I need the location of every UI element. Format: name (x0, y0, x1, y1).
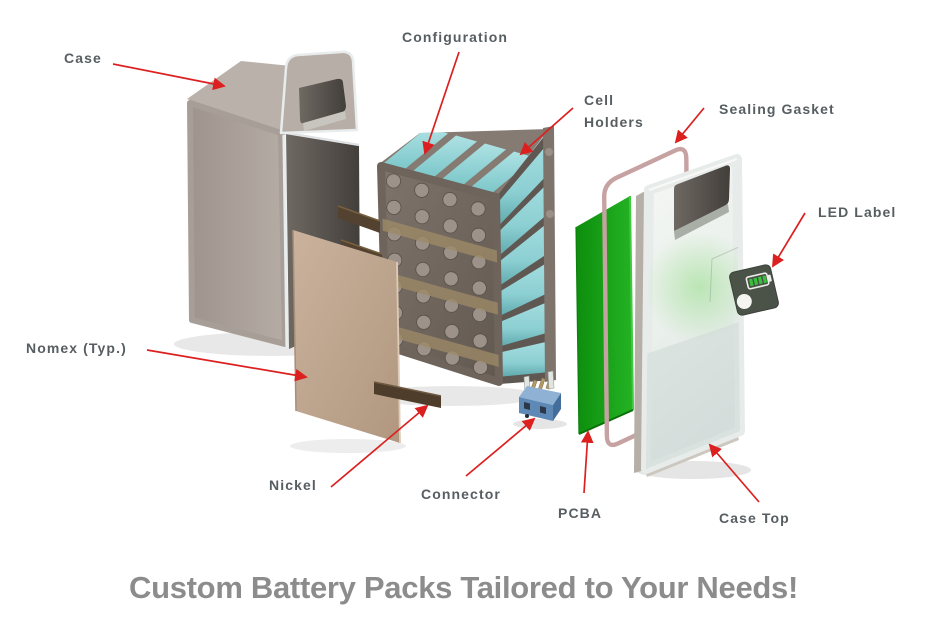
arrow-configuration (422, 51, 460, 155)
arrow-led-label (772, 212, 806, 268)
arrow-cell-holders (519, 107, 574, 156)
case-handle (279, 50, 359, 135)
diagram-title: Custom Battery Packs Tailored to Your Ne… (129, 570, 798, 605)
callout-case-top: Case Top (719, 510, 790, 526)
callout-arrows (112, 51, 806, 503)
arrow-pcba (580, 430, 594, 494)
callout-cell-holders: Cell Holders (584, 92, 644, 130)
arrow-nomex (146, 349, 308, 382)
callout-configuration: Configuration (402, 29, 509, 45)
battery-gauge-icon (745, 272, 772, 290)
connector-render (519, 370, 561, 421)
callout-led-label: LED Label (818, 204, 897, 220)
arrow-case (112, 63, 226, 91)
callout-connector: Connector (421, 486, 501, 502)
case-render (187, 50, 360, 349)
nickel-strip-render (373, 381, 442, 408)
case-top-render (634, 154, 745, 477)
nickel-strips-on-plate (381, 218, 499, 367)
arrow-nickel (330, 404, 429, 488)
callout-pcba: PCBA (558, 505, 603, 521)
callout-case: Case (64, 50, 102, 66)
arrow-sealing-gasket (674, 107, 705, 144)
callout-nomex: Nomex (Typ.) (26, 340, 127, 356)
arrow-case-top (708, 443, 760, 503)
case-top-handle-opening (674, 165, 730, 240)
callout-nickel: Nickel (269, 477, 317, 493)
callout-sealing-gasket: Sealing Gasket (719, 101, 835, 117)
cell-pack-render (337, 126, 556, 386)
led-label-render (729, 264, 779, 316)
arrow-connector (465, 417, 536, 477)
nomex-sheet-render (292, 229, 401, 444)
